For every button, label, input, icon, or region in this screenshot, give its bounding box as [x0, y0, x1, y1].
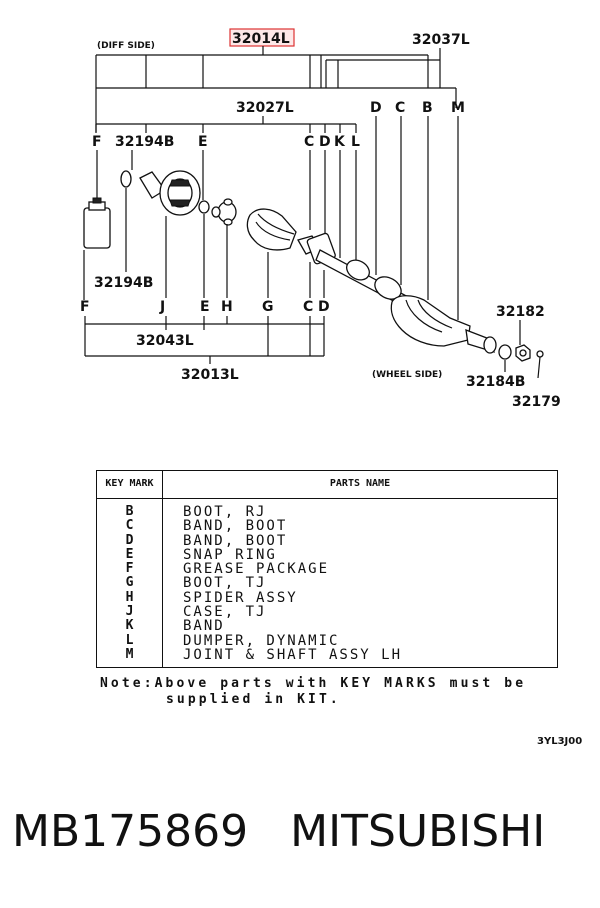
key-mark-cell: G: [125, 575, 134, 591]
snap-ring-e[interactable]: [198, 200, 210, 214]
note-line-1: Note:Above parts with KEY MARKS must be: [100, 676, 527, 691]
key-mark-cell: K: [125, 618, 134, 634]
key-E-bottom: E: [200, 299, 210, 315]
wheel-side-label: (WHEEL SIDE): [372, 370, 442, 380]
table-row: D BAND, BOOT: [97, 532, 557, 549]
grease-package[interactable]: [83, 197, 111, 249]
key-H-bottom: H: [221, 299, 233, 315]
bracket-32014L: [95, 46, 429, 88]
part-name-cell: BOOT, TJ: [183, 575, 267, 592]
key-D-top: D: [370, 100, 382, 116]
header-key-mark: KEY MARK: [105, 478, 154, 489]
part-number: MB175869: [12, 806, 249, 857]
part-highlight-box: [229, 28, 295, 47]
diff-side-label: (DIFF SIDE): [97, 41, 155, 51]
part-name-cell: SPIDER ASSY: [183, 589, 298, 606]
part-name-cell: SNAP RING: [183, 546, 277, 563]
key-B-top: B: [422, 100, 433, 116]
table-row: J CASE, TJ: [97, 604, 557, 621]
key-J-bottom: J: [159, 299, 165, 315]
part-label-32043L[interactable]: 32043L: [136, 333, 194, 349]
key-mark-cell: C: [125, 518, 134, 534]
part-label-32194B-top[interactable]: 32194B: [115, 134, 174, 150]
key-C-bottom: C: [303, 299, 313, 315]
part-name-cell: BOOT, RJ: [183, 504, 267, 520]
bracket-32037L: [325, 48, 441, 88]
key-mark-cell: E: [125, 546, 134, 562]
table-column-divider: [162, 471, 163, 667]
part-label-32182[interactable]: 32182: [496, 304, 545, 320]
part-name-cell: CASE, TJ: [183, 604, 267, 621]
table-row: L DUMPER, DYNAMIC: [97, 632, 557, 649]
key-F-mid: F: [92, 134, 102, 150]
key-M-top: M: [451, 100, 465, 116]
key-C-top: C: [395, 100, 405, 116]
key-D-mid: D: [319, 134, 331, 150]
part-name-cell: BAND, BOOT: [183, 532, 288, 549]
table-row: F GREASE PACKAGE: [97, 561, 557, 578]
part-label-32184B[interactable]: 32184B: [466, 374, 525, 390]
key-E-mid: E: [198, 134, 208, 150]
table-row: H SPIDER ASSY: [97, 589, 557, 606]
boot-tj[interactable]: [246, 208, 297, 251]
part-name-cell: JOINT & SHAFT ASSY LH: [183, 646, 403, 663]
part-name-cell: BAND: [183, 618, 225, 635]
key-F-bottom: F: [80, 299, 90, 315]
note-line-2: supplied in KIT.: [166, 692, 341, 707]
table-row: B BOOT, RJ: [97, 504, 557, 520]
part-name-cell: BAND, BOOT: [183, 518, 288, 535]
table-row: C BAND, BOOT: [97, 518, 557, 535]
key-mark-cell: F: [125, 561, 134, 577]
table-row: M JOINT & SHAFT ASSY LH: [97, 646, 557, 663]
key-mark-cell: D: [125, 532, 134, 548]
part-name-cell: DUMPER, DYNAMIC: [183, 632, 340, 649]
cotter-pin-32179[interactable]: [536, 350, 544, 379]
part-label-32037L[interactable]: 32037L: [412, 32, 470, 48]
case-tj[interactable]: [139, 170, 201, 216]
spider-assy[interactable]: [211, 198, 237, 226]
table-header: KEY MARK PARTS NAME: [97, 471, 557, 499]
part-label-32179[interactable]: 32179: [512, 394, 561, 410]
key-C-mid: C: [304, 134, 314, 150]
table-row: G BOOT, TJ: [97, 575, 557, 592]
nut-32182[interactable]: [515, 344, 531, 362]
key-mark-cell: B: [125, 504, 134, 519]
table-row: E SNAP RING: [97, 546, 557, 563]
footer: MB175869 MITSUBISHI: [12, 806, 545, 857]
key-mark-cell: L: [125, 632, 134, 648]
header-parts-name: PARTS NAME: [329, 478, 391, 489]
key-G-bottom: G: [262, 299, 274, 315]
boot-rj[interactable]: [390, 295, 471, 347]
bracket-32043L: [84, 316, 325, 325]
snap-ring-32194B[interactable]: [120, 170, 132, 188]
table-rows: B BOOT, RJ C BAND, BOOT D BAND, BOOT E SNAP RIN…: [97, 505, 557, 662]
key-mark-cell: H: [125, 589, 134, 605]
part-label-32027L[interactable]: 32027L: [236, 100, 294, 116]
part-name-cell: GREASE PACKAGE: [183, 561, 330, 578]
key-D-bottom: D: [318, 299, 330, 315]
table-row: K BAND: [97, 618, 557, 635]
key-L-mid: L: [351, 134, 360, 150]
exploded-parts-diagram: 32014L (DIFF SIDE) 32037L D C B M 32027L…: [80, 28, 561, 410]
part-label-32014L[interactable]: 32014L: [232, 31, 290, 47]
figure-code: 3YL3J00: [537, 736, 583, 747]
part-label-32194B-bottom[interactable]: 32194B: [94, 275, 153, 291]
joint-housing[interactable]: [465, 328, 497, 354]
washer-32184B[interactable]: [498, 344, 512, 360]
brand-name: MITSUBISHI: [290, 806, 546, 857]
key-mark-cell: J: [125, 604, 134, 620]
key-K-mid: K: [334, 134, 346, 150]
key-mark-cell: M: [125, 646, 134, 662]
part-label-32013L[interactable]: 32013L: [181, 367, 239, 383]
kit-note: Note:Above parts with KEY MARKS must be …: [100, 676, 526, 708]
parts-table: KEY MARK PARTS NAME B BOOT, RJ C BAND, BOOT…: [96, 470, 558, 668]
bracket-32027L: [95, 116, 357, 133]
